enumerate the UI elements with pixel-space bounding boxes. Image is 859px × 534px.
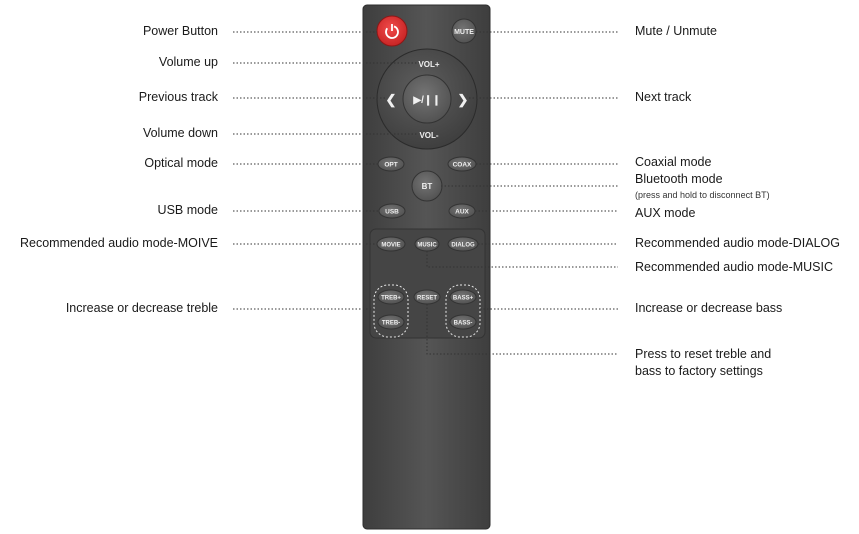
bt-button[interactable]: BT — [411, 170, 443, 202]
label-mute: Mute / Unmute — [635, 24, 717, 38]
vol-up-button[interactable]: VOL+ — [418, 60, 439, 69]
mute-button-label: MUTE — [454, 29, 474, 36]
label-previous-track: Previous track — [138, 90, 218, 104]
label-power-button: Power Button — [142, 24, 218, 38]
next-track-button[interactable]: ❯ — [458, 92, 469, 108]
label-usb-mode: USB mode — [157, 203, 218, 217]
usb-button[interactable]: USB — [378, 203, 406, 219]
label-bluetooth-note: (press and hold to disconnect BT) — [635, 190, 770, 200]
svg-text:TREB+: TREB+ — [381, 296, 401, 302]
bass-down-button[interactable]: BASS- — [449, 314, 477, 330]
reset-button[interactable]: RESET — [413, 289, 441, 305]
svg-text:BT: BT — [422, 182, 433, 191]
treble-up-button[interactable]: TREB+ — [377, 289, 405, 305]
label-music-mode: Recommended audio mode-MUSIC — [635, 260, 834, 274]
label-aux-mode: AUX mode — [635, 206, 696, 220]
svg-text:USB: USB — [385, 209, 399, 216]
mode-panel — [369, 228, 486, 339]
label-bass: Increase or decrease bass — [635, 301, 783, 315]
svg-text:RESET: RESET — [417, 296, 437, 302]
power-button[interactable] — [376, 15, 408, 47]
dialog-button[interactable]: DIALOG — [447, 236, 479, 252]
svg-text:BASS-: BASS- — [454, 321, 473, 327]
label-volume-up: Volume up — [158, 55, 218, 69]
label-bluetooth-mode: Bluetooth mode — [635, 172, 723, 186]
label-reset-line1: Press to reset treble and — [635, 347, 772, 361]
aux-button[interactable]: AUX — [448, 203, 476, 219]
mute-button[interactable]: MUTE — [451, 18, 477, 44]
label-treble: Increase or decrease treble — [65, 301, 218, 315]
svg-text:DIALOG: DIALOG — [451, 243, 475, 249]
svg-text:BASS+: BASS+ — [453, 296, 474, 302]
label-optical-mode: Optical mode — [144, 156, 218, 170]
vol-down-button[interactable]: VOL- — [419, 131, 438, 140]
treble-group-outline — [373, 284, 409, 338]
prev-track-button[interactable]: ❮ — [386, 92, 397, 108]
power-icon — [385, 25, 399, 39]
label-next-track: Next track — [635, 90, 692, 104]
svg-text:AUX: AUX — [455, 209, 469, 216]
label-reset-line2: bass to factory settings — [635, 364, 763, 378]
bass-group-outline — [445, 284, 481, 338]
label-dialog-mode: Recommended audio mode-DIALOG — [635, 236, 840, 250]
treble-down-button[interactable]: TREB- — [377, 314, 405, 330]
bass-up-button[interactable]: BASS+ — [449, 289, 477, 305]
leader-lines — [233, 31, 618, 355]
svg-text:MOVIE: MOVIE — [381, 243, 400, 249]
label-movie-mode: Recommended audio mode-MOIVE — [19, 236, 218, 250]
svg-text:COAX: COAX — [453, 162, 472, 169]
opt-button[interactable]: OPT — [377, 156, 405, 172]
svg-text:MUSIC: MUSIC — [417, 243, 437, 249]
label-coaxial-mode: Coaxial mode — [635, 155, 712, 169]
coax-button[interactable]: COAX — [447, 156, 477, 172]
svg-text:TREB-: TREB- — [382, 321, 400, 327]
svg-text:OPT: OPT — [384, 162, 397, 169]
label-volume-down: Volume down — [142, 126, 218, 140]
navigation-pad[interactable] — [376, 48, 478, 150]
play-pause-button[interactable]: ▶/❙❙ — [412, 95, 440, 106]
movie-button[interactable]: MOVIE — [376, 236, 406, 252]
music-button[interactable]: MUSIC — [414, 236, 440, 252]
